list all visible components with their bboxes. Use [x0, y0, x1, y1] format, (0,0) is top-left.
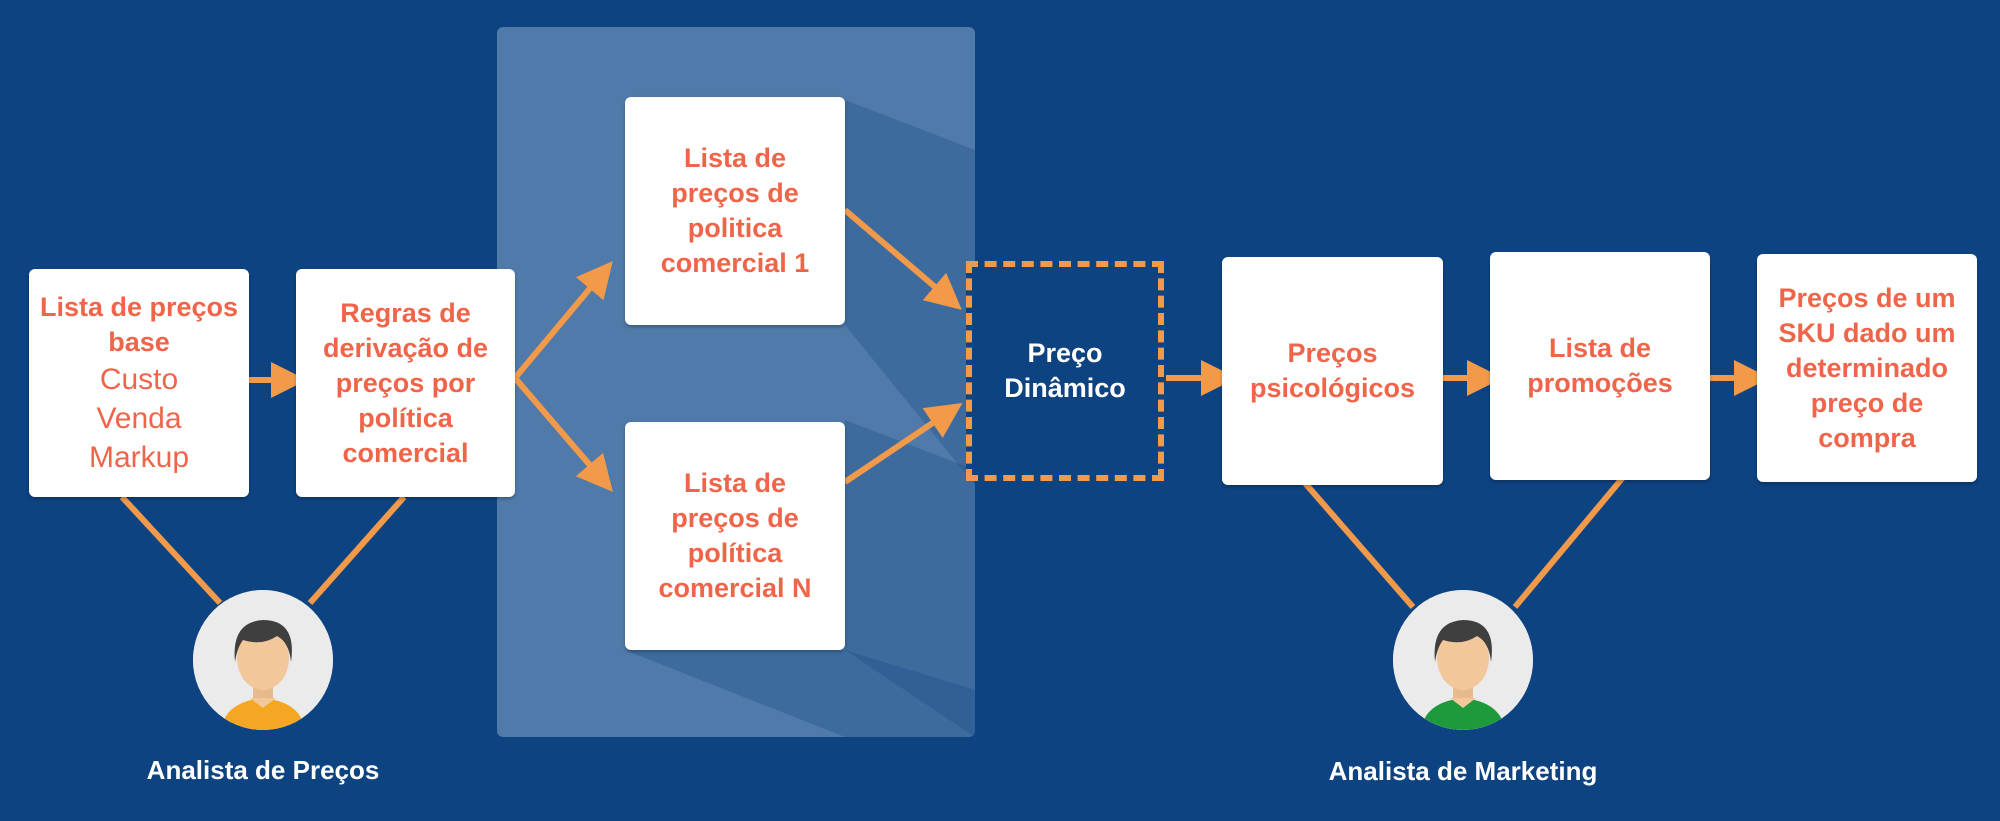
- analyst-marketing-label: Analista de Marketing: [1328, 756, 1598, 786]
- box-psychological-prices: Preços psicológicos: [1222, 257, 1443, 485]
- box-sku-prices-title: Preços de um SKU dado um determinado pre…: [1778, 282, 1956, 453]
- arrow-rules-to-policy-n: [512, 376, 613, 492]
- box-policy-list-n-title: Lista de preços de política comercial N: [658, 468, 812, 603]
- box-promotions-list: Lista de promoções: [1490, 252, 1710, 480]
- shadow-policy-1: [845, 100, 975, 485]
- person-avatar-icon: [193, 590, 333, 730]
- box-promotions-list-title: Lista de promoções: [1527, 333, 1673, 398]
- arrow-policy-1-to-dynamic: [843, 207, 962, 310]
- shadow-policy-n-side: [845, 420, 975, 737]
- connector-rules-to-analyst-precos: [307, 495, 407, 605]
- box-dynamic-price-title: Preço Dinâmico: [1004, 338, 1126, 403]
- box-base-price-list: Lista de preços base Custo Venda Markup: [29, 269, 249, 497]
- analyst-precos-label: Analista de Preços: [146, 755, 380, 785]
- box-policy-list-1: Lista de preços de politica comercial 1: [625, 97, 845, 325]
- person-avatar-icon: [1393, 590, 1533, 730]
- box-dynamic-price: Preço Dinâmico: [966, 261, 1164, 481]
- analyst-precos-avatar-icon: [193, 590, 333, 730]
- box-sku-prices: Preços de um SKU dado um determinado pre…: [1757, 254, 1977, 482]
- arrow-policy-n-to-dynamic: [843, 402, 963, 485]
- box-psychological-prices-title: Preços psicológicos: [1249, 338, 1416, 403]
- base-item-custo: Custo: [99, 362, 179, 396]
- connector-psych-to-analyst-marketing: [1295, 473, 1416, 609]
- box-base-price-list-title: Lista de preços base: [39, 291, 239, 357]
- box-policy-list-n: Lista de preços de política comercial N: [625, 422, 845, 650]
- base-item-venda: Venda: [96, 401, 182, 435]
- base-item-markup: Markup: [88, 440, 190, 474]
- connector-promos-to-analyst-marketing: [1512, 473, 1628, 609]
- analyst-marketing-avatar-icon: [1393, 590, 1533, 730]
- box-policy-list-1-title: Lista de preços de politica comercial 1: [660, 143, 810, 278]
- shadow-policy-n: [625, 650, 975, 737]
- arrow-rules-to-policy-1: [512, 261, 613, 380]
- connector-base-to-analyst-precos: [119, 494, 223, 606]
- box-derivation-rules-title: Regras de derivação de preços por políti…: [322, 297, 489, 468]
- box-derivation-rules: Regras de derivação de preços por políti…: [296, 269, 515, 497]
